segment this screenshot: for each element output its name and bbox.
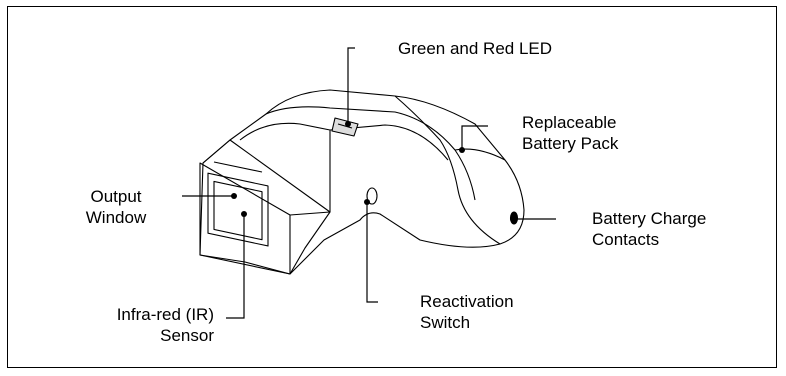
output-window-label-line1: Output [90,187,142,206]
window-divider [213,161,263,173]
ir-sensor-label-line1: Infra-red (IR) [116,305,214,324]
front-edge-line [289,211,331,275]
reactivation-label-line1: Reactivation [420,292,514,311]
battery-pack-seam [454,148,506,161]
reactivation-leader-dot [364,199,370,205]
output-window-label-line2: Window [85,208,147,227]
battery-leader-line [461,125,488,150]
charge-contacts-label-line1: Battery Charge [592,209,707,228]
battery-pack-label: Replaceable Battery Pack [522,112,618,154]
output-window-label: Output Window [66,186,166,228]
battery-leader-dot [459,147,465,153]
device-outline [199,89,525,275]
ridge-line [265,106,476,201]
led-label: Green and Red LED [398,39,553,58]
charge-contacts-label: Battery Charge Contacts [592,208,706,250]
top-panel-line [239,122,331,212]
contacts-leader-dot [510,216,516,222]
led-slot [337,123,353,129]
led-leader-line [347,47,355,124]
window-glass [213,180,263,241]
battery-pack-label-line2: Battery Pack [522,134,619,153]
ir-sensor-leader-line [226,214,245,319]
window-frame [207,172,269,247]
ir-sensor-label: Infra-red (IR) Sensor [74,304,214,346]
battery-pack-label-line1: Replaceable [522,113,617,132]
reactivation-leader-line [366,202,378,303]
output-window-leader-dot [231,193,237,199]
reactivation-label: Reactivation Switch [420,291,514,333]
led-leader-dot [345,121,351,127]
mid-panel-line [329,124,449,161]
diagram-frame [7,6,777,368]
front-face [199,162,291,275]
charge-contacts-label-line2: Contacts [592,230,660,249]
ir-sensor-label-line2: Sensor [160,326,214,345]
ir-sensor-leader-dot [241,211,247,217]
reactivation-switch [366,187,378,205]
led-housing [331,117,359,137]
handle-side-line [394,95,501,245]
reactivation-label-line2: Switch [420,313,471,332]
front-top-face [202,139,331,216]
